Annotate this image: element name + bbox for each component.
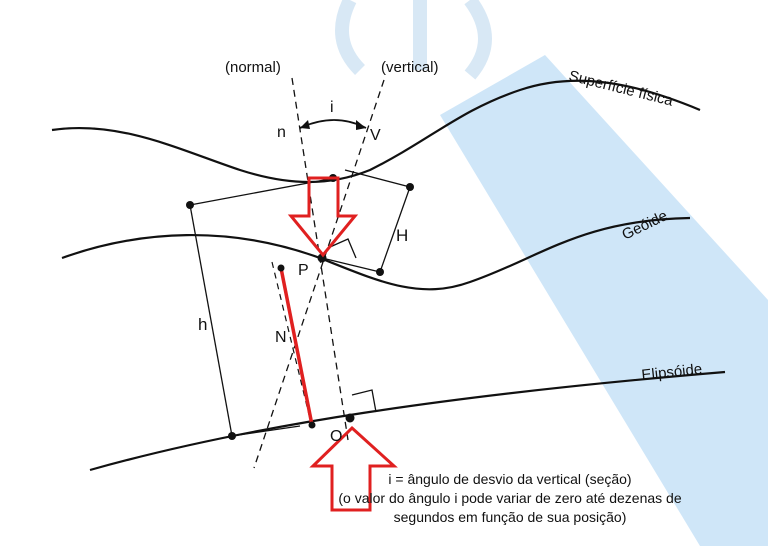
v-label: V	[370, 127, 381, 144]
normal-label: (normal)	[225, 59, 281, 76]
n-label: n	[277, 124, 286, 141]
caption-line-3: segundos em função de sua posição)	[393, 509, 627, 525]
caption-line-2: (o valor do ângulo i pode variar de zero…	[338, 490, 682, 506]
vertical-line	[253, 79, 385, 469]
n-top-point	[277, 264, 285, 272]
h-top-extension	[189, 177, 336, 206]
H-top-point	[406, 183, 414, 191]
h-bottom-extension	[231, 425, 301, 437]
down-arrow	[287, 176, 359, 258]
H-label: H	[396, 226, 408, 245]
superficie-curve	[51, 79, 701, 184]
H-dimension	[379, 186, 411, 273]
o-label: O	[330, 428, 342, 445]
angle-arrow-left	[300, 120, 310, 129]
H-bottom-extension	[321, 257, 381, 273]
h-bottom-point	[228, 432, 236, 440]
elipsoide-curve	[89, 370, 726, 472]
p-label: P	[298, 262, 309, 279]
caption-line-1: i = ângulo de desvio da vertical (seção)	[388, 471, 632, 487]
caption: i = ângulo de desvio da vertical (seção)…	[300, 470, 720, 527]
h-lower-dimension	[189, 204, 233, 437]
elipsoide-label: Elipsóide	[641, 361, 703, 384]
watermark-logo	[335, 0, 492, 80]
h-label: h	[198, 315, 207, 334]
N-label: N	[275, 329, 287, 346]
up-arrow	[309, 425, 398, 512]
angle-label: i	[330, 99, 334, 116]
H-bottom-point	[376, 268, 384, 276]
vertical-label: (vertical)	[381, 59, 439, 76]
n-bottom-point	[308, 421, 316, 429]
right-angle-marker-p	[329, 238, 357, 259]
h-top-point	[186, 201, 194, 209]
point-o	[345, 413, 355, 423]
geoide-curve	[61, 216, 691, 291]
right-angle-marker-o	[351, 389, 377, 413]
angle-arrow-right	[356, 120, 366, 130]
H-top-extension	[344, 169, 411, 188]
light-beam	[440, 55, 768, 546]
n-red-line	[279, 267, 314, 426]
